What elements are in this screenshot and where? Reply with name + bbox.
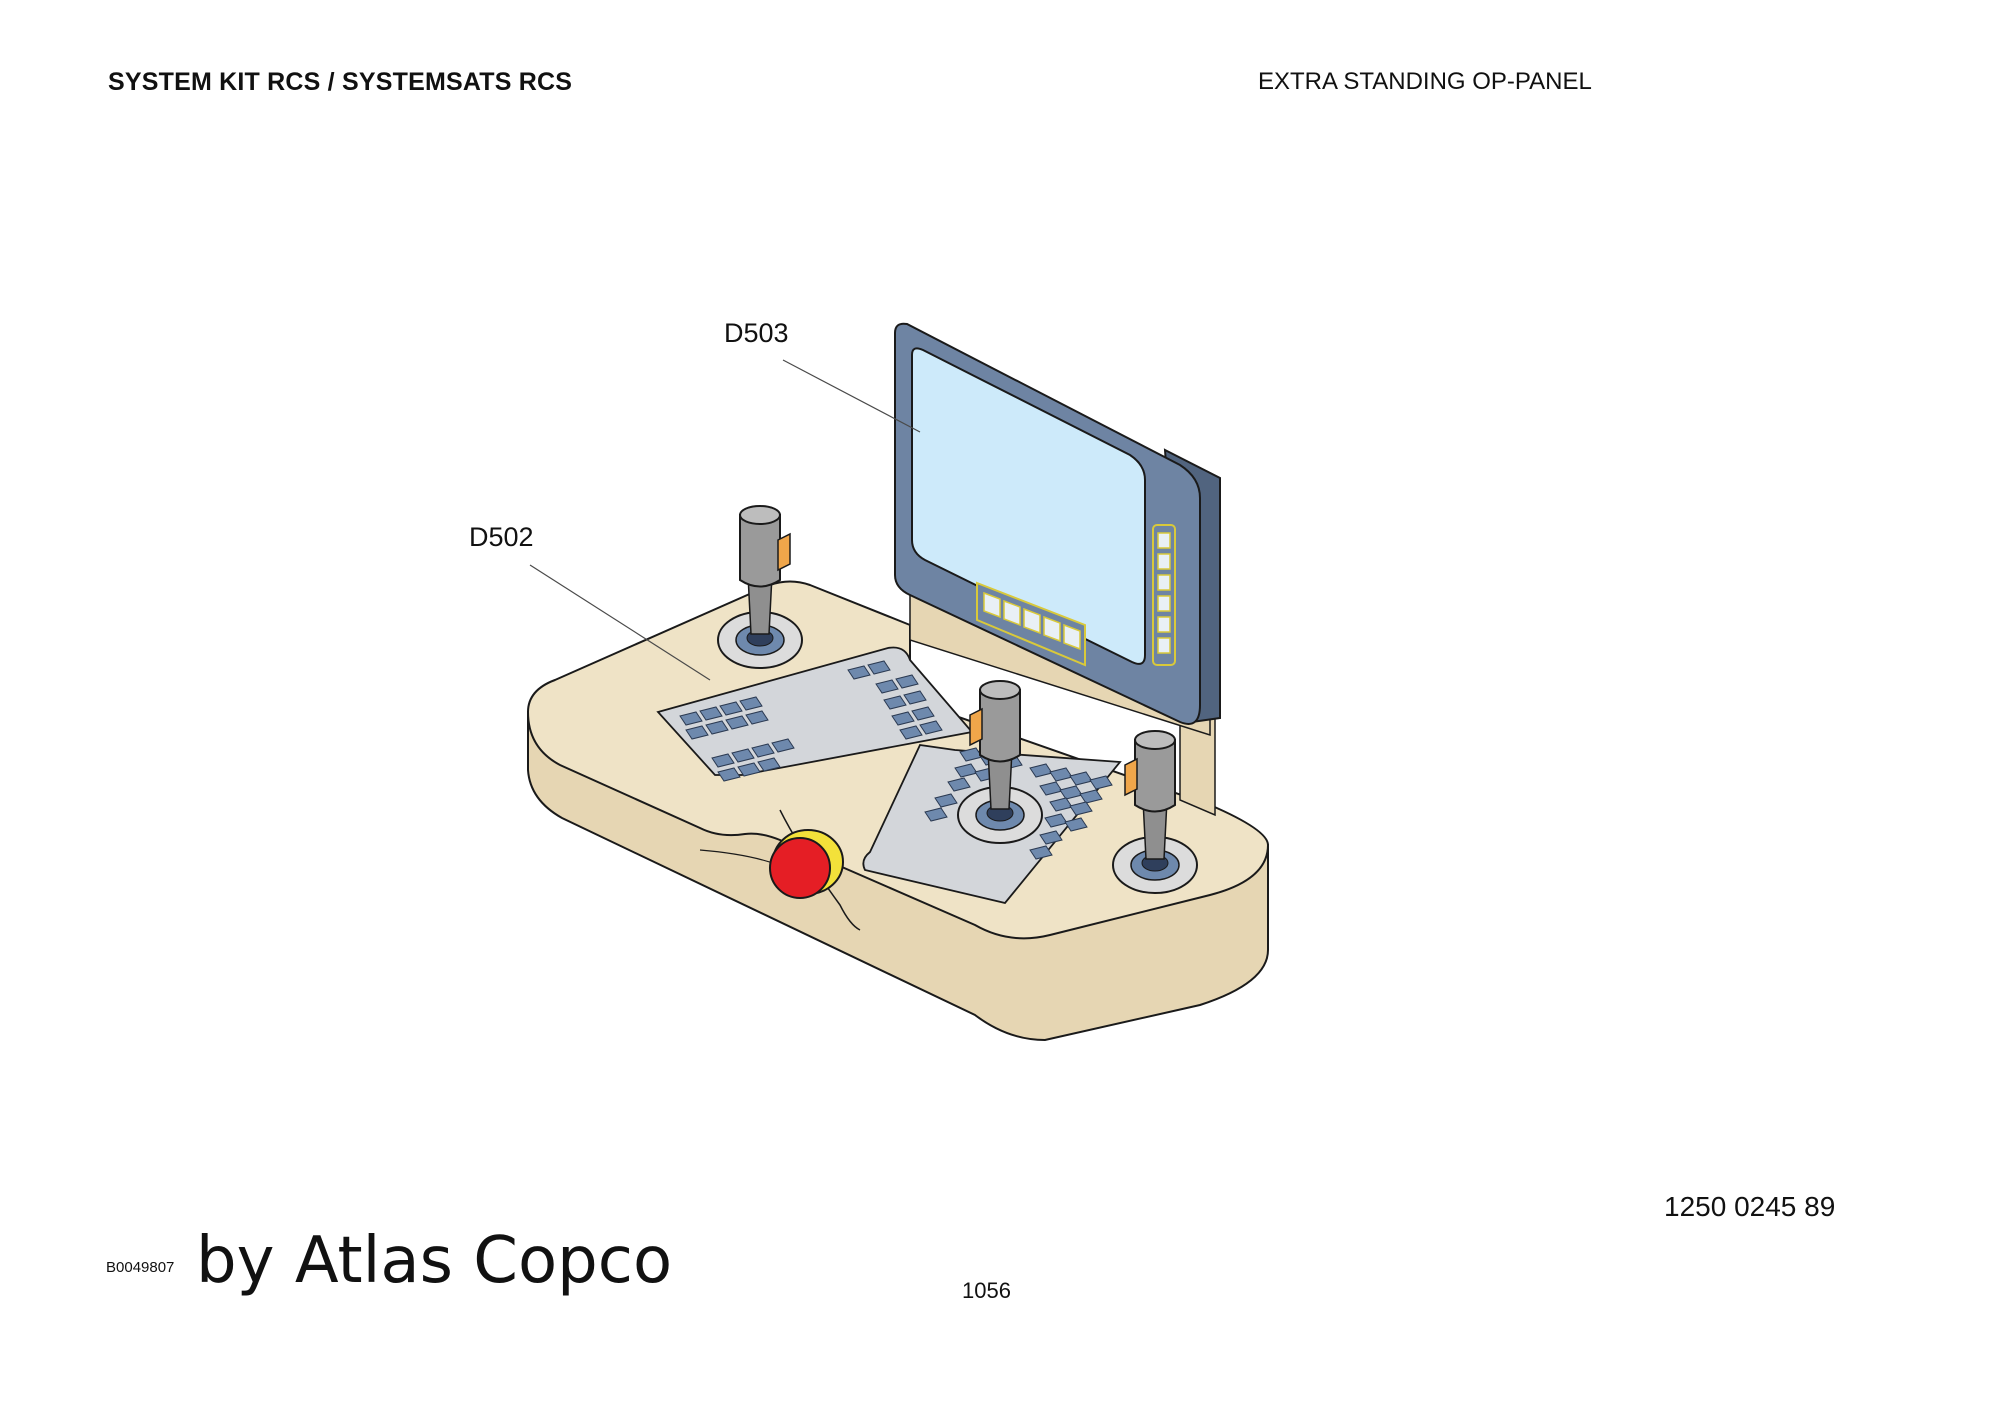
keypad-key <box>947 777 971 792</box>
monitor-soft-key <box>983 591 1001 619</box>
monitor-soft-key <box>1063 623 1081 651</box>
joystick <box>957 680 1043 844</box>
keypad-key <box>685 725 709 740</box>
keypad-key <box>934 793 958 808</box>
keypad-key <box>847 665 871 680</box>
keypad-key <box>899 725 923 740</box>
keypad-key <box>739 696 763 711</box>
monitor-soft-key <box>1157 616 1171 633</box>
keypad-key <box>919 720 943 735</box>
keypad-key <box>883 695 907 710</box>
image-reference: B0049807 <box>106 1259 175 1276</box>
keypad-key <box>1064 817 1088 832</box>
keypad-key <box>1069 801 1093 816</box>
keypad-key <box>745 710 769 725</box>
monitor-soft-key <box>1023 607 1041 635</box>
keypad-key <box>895 674 919 689</box>
joystick-grip-button <box>969 707 983 747</box>
keypad-key <box>1089 775 1113 790</box>
header-title-left: SYSTEM KIT RCS / SYSTEMSATS RCS <box>108 68 573 96</box>
joystick-grip-button <box>777 532 791 572</box>
monitor-soft-key <box>1157 574 1171 591</box>
page-number: 1056 <box>962 1278 1011 1303</box>
keypad-left <box>656 646 974 782</box>
monitor-soft-key <box>1157 532 1171 549</box>
keypad-key <box>719 701 743 716</box>
header-title-right: EXTRA STANDING OP-PANEL <box>1258 68 1592 95</box>
joystick <box>717 505 803 669</box>
brand-text: by Atlas Copco <box>196 1224 673 1298</box>
keypad-key <box>717 767 741 782</box>
joystick-grip-button <box>1124 757 1138 797</box>
keypad-key <box>731 748 755 763</box>
keypad-key <box>737 762 761 777</box>
emergency-stop-button <box>769 829 844 899</box>
keypad-key <box>1039 830 1063 845</box>
keypad-key <box>891 711 915 726</box>
monitor-soft-key <box>1043 615 1061 643</box>
keypad-key <box>751 743 775 758</box>
keypad-key <box>911 706 935 721</box>
keypad-key <box>725 715 749 730</box>
keypad-key <box>711 753 735 768</box>
joysticks <box>717 505 1198 894</box>
monitor-soft-key <box>1157 637 1171 654</box>
monitor-d503 <box>894 322 1221 725</box>
monitor-soft-key <box>1157 553 1171 570</box>
keypad-key <box>924 807 948 822</box>
monitor-side-keys <box>1157 532 1171 654</box>
keypad-key <box>771 738 795 753</box>
keypad-left-keys <box>679 660 943 782</box>
monitor-soft-key <box>1003 599 1021 627</box>
callout-leaders <box>529 359 921 681</box>
callout-d503: D503 <box>724 318 789 348</box>
keypad-key <box>875 679 899 694</box>
keypad-key <box>699 706 723 721</box>
joystick <box>1112 730 1198 894</box>
keypad-key <box>679 711 703 726</box>
monitor-soft-key <box>1157 595 1171 612</box>
monitor-bottom-keys <box>983 591 1081 651</box>
keypad-key <box>867 660 891 675</box>
keypad-key <box>705 720 729 735</box>
keypad-key <box>903 690 927 705</box>
keypad-key <box>757 757 781 772</box>
keypad-key <box>1029 845 1053 860</box>
part-number: 1250 0245 89 <box>1664 1191 1836 1222</box>
callout-d502: D502 <box>469 522 534 552</box>
keypad-key <box>1079 789 1103 804</box>
